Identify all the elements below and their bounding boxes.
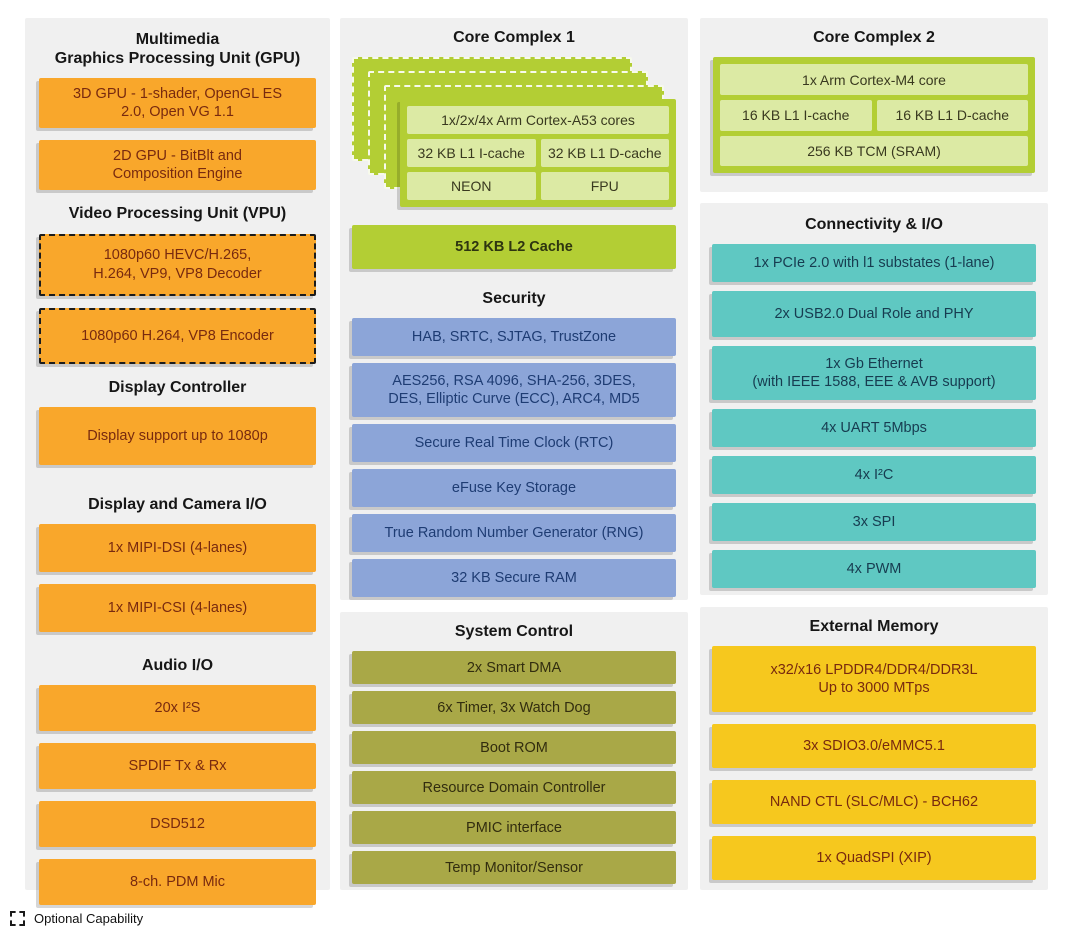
block-resource-domain-controller: Resource Domain Controller (352, 771, 676, 805)
block-pdm-mic: 8-ch. PDM Mic (39, 859, 316, 906)
core-complex-1-stack: 1x/2x/4x Arm Cortex-A53 cores 32 KB L1 I… (352, 57, 676, 209)
block-sdio-emmc: 3x SDIO3.0/eMMC5.1 (712, 724, 1036, 769)
block-spdif: SPDIF Tx & Rx (39, 743, 316, 790)
legend-label: Optional Capability (34, 911, 144, 926)
block-l2-cache: 512 KB L2 Cache (352, 225, 676, 270)
section-title-display-controller: Display Controller (108, 378, 247, 396)
block-mipi-dsi: 1x MIPI-DSI (4-lanes) (39, 523, 316, 572)
section-title-gpu: Multimedia Graphics Processing Unit (GPU… (54, 31, 301, 68)
block-secure-ram: 32 KB Secure RAM (352, 559, 676, 598)
block-display-support: Display support up to 1080p (39, 406, 316, 465)
block-pmic-interface: PMIC interface (352, 811, 676, 845)
block-quadspi: 1x QuadSPI (XIP) (712, 836, 1036, 881)
block-uart: 4x UART 5Mbps (712, 409, 1036, 448)
block-rng: True Random Number Generator (RNG) (352, 514, 676, 553)
panel-core-complex-1-security: Core Complex 1 1x/2x/4x Arm Cortex-A53 c… (340, 18, 688, 600)
section-title-display-camera-io: Display and Camera I/O (88, 495, 267, 513)
section-title-core-complex-2: Core Complex 2 (813, 29, 935, 46)
section-title-audio-io: Audio I/O (141, 656, 214, 674)
panel-connectivity-io: Connectivity & I/O 1x PCIe 2.0 with l1 s… (700, 203, 1048, 595)
block-timer-watchdog: 6x Timer, 3x Watch Dog (352, 691, 676, 725)
block-dsd512: DSD512 (39, 801, 316, 848)
section-title-system-control: System Control (454, 623, 574, 640)
section-title-core-complex-1: Core Complex 1 (453, 29, 575, 46)
block-smart-dma: 2x Smart DMA (352, 651, 676, 685)
dashed-box-swatch (10, 911, 25, 926)
block-3d-gpu: 3D GPU - 1-shader, OpenGL ES 2.0, Open V… (39, 78, 316, 129)
block-mipi-csi: 1x MIPI-CSI (4-lanes) (39, 583, 316, 632)
block-m4-l1-icache: 16 KB L1 I-cache (720, 99, 872, 131)
section-title-connectivity: Connectivity & I/O (805, 216, 943, 233)
block-secure-rtc: Secure Real Time Clock (RTC) (352, 424, 676, 463)
legend-optional-capability: Optional Capability (10, 911, 143, 926)
block-pcie: 1x PCIe 2.0 with l1 substates (1-lane) (712, 244, 1036, 283)
panel-multimedia: Multimedia Graphics Processing Unit (GPU… (25, 18, 330, 906)
core-complex-2-card: 1x Arm Cortex-M4 core 16 KB L1 I-cache 1… (713, 57, 1035, 174)
panel-external-memory: External Memory x32/x16 LPDDR4/DDR4/DDR3… (700, 607, 1048, 890)
panel-core-complex-2: Core Complex 2 1x Arm Cortex-M4 core 16 … (700, 18, 1048, 192)
block-spi: 3x SPI (712, 503, 1036, 542)
block-neon: NEON (407, 172, 536, 201)
block-i2c: 4x I²C (712, 456, 1036, 495)
section-title-security: Security (482, 290, 546, 308)
block-temp-monitor: Temp Monitor/Sensor (352, 851, 676, 885)
block-efuse: eFuse Key Storage (352, 469, 676, 508)
panel-system-control: System Control 2x Smart DMA 6x Timer, 3x… (340, 612, 688, 890)
block-cortex-a53: 1x/2x/4x Arm Cortex-A53 cores (407, 106, 669, 135)
section-title-vpu: Video Processing Unit (VPU) (68, 205, 287, 223)
block-fpu: FPU (540, 172, 669, 201)
block-l1-dcache: 32 KB L1 D-cache (540, 139, 669, 168)
block-2d-gpu: 2D GPU - BitBlt and Composition Engine (39, 140, 316, 191)
block-nand-ctl: NAND CTL (SLC/MLC) - BCH62 (712, 780, 1036, 825)
core-complex-1-card: 1x/2x/4x Arm Cortex-A53 cores 32 KB L1 I… (400, 99, 676, 208)
block-boot-rom: Boot ROM (352, 731, 676, 765)
block-usb: 2x USB2.0 Dual Role and PHY (712, 291, 1036, 338)
section-title-external-memory: External Memory (809, 618, 939, 635)
block-m4-l1-dcache: 16 KB L1 D-cache (876, 99, 1028, 131)
block-gb-ethernet: 1x Gb Ethernet (with IEEE 1588, EEE & AV… (712, 346, 1036, 401)
block-hab-trustzone: HAB, SRTC, SJTAG, TrustZone (352, 318, 676, 357)
block-pwm: 4x PWM (712, 550, 1036, 589)
block-i2s: 20x I²S (39, 685, 316, 732)
block-video-decoder: 1080p60 HEVC/H.265, H.264, VP9, VP8 Deco… (39, 233, 316, 296)
block-lpddr: x32/x16 LPDDR4/DDR4/DDR3L Up to 3000 MTp… (712, 646, 1036, 713)
block-crypto: AES256, RSA 4096, SHA-256, 3DES, DES, El… (352, 363, 676, 418)
block-tcm-sram: 256 KB TCM (SRAM) (720, 135, 1028, 167)
block-video-encoder: 1080p60 H.264, VP8 Encoder (39, 307, 316, 364)
block-l1-icache: 32 KB L1 I-cache (407, 139, 536, 168)
block-cortex-m4: 1x Arm Cortex-M4 core (720, 64, 1028, 95)
